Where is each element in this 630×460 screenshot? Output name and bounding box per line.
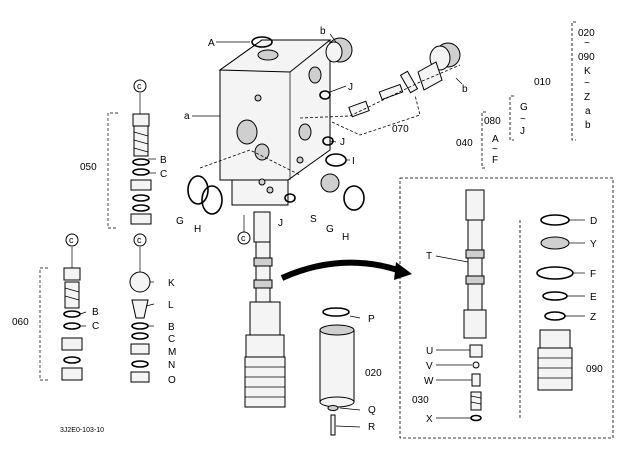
callout-C-050: C xyxy=(160,169,167,180)
spool-assembly xyxy=(244,211,286,408)
c-marker-2 xyxy=(65,233,79,247)
stack-050 xyxy=(107,112,152,229)
stack-060 xyxy=(39,267,83,381)
legend-040-3: F xyxy=(492,155,498,166)
group-010: 010 xyxy=(534,77,551,88)
callout-P: P xyxy=(368,314,375,325)
callout-Y: Y xyxy=(590,239,597,250)
valve-body xyxy=(218,39,332,206)
callout-K: K xyxy=(168,278,175,289)
callout-G-2: G xyxy=(326,224,334,235)
callout-G-1: G xyxy=(176,216,184,227)
group-040: 040 xyxy=(456,138,473,149)
callout-A: A xyxy=(208,38,215,49)
callout-C-mid: C xyxy=(168,334,175,345)
callout-O: O xyxy=(168,375,176,386)
callout-a: a xyxy=(184,111,190,122)
group-060: 060 xyxy=(12,317,29,328)
legend-010-1: ~ xyxy=(584,38,590,49)
callout-E: E xyxy=(590,292,597,303)
callout-C-060: C xyxy=(92,321,99,332)
legend-010-5: Z xyxy=(584,92,590,103)
c-marker-4 xyxy=(237,231,251,245)
legend-GJ-0: G xyxy=(520,102,528,113)
c-marker-3 xyxy=(133,233,147,247)
legend-010-3: K xyxy=(584,66,591,77)
callout-c-3: c xyxy=(137,235,142,245)
callout-Q: Q xyxy=(368,405,376,416)
callout-F: F xyxy=(590,269,596,280)
legend-040-1: A xyxy=(492,134,499,145)
group-090: 090 xyxy=(586,364,603,375)
callout-U: U xyxy=(426,346,433,357)
group-020: 020 xyxy=(365,368,382,379)
detail-arrow xyxy=(280,259,412,281)
legend-010-6: a xyxy=(585,106,591,117)
callout-B-050: B xyxy=(160,155,167,166)
callout-J-3: J xyxy=(278,218,283,229)
callout-b-1: b xyxy=(320,26,326,37)
c-marker-1 xyxy=(133,79,147,93)
detail-box xyxy=(399,177,614,439)
seal-rings-left xyxy=(187,36,301,215)
callout-N: N xyxy=(168,360,175,371)
leader-lines xyxy=(71,33,585,428)
group-050: 050 xyxy=(80,162,97,173)
callout-X: X xyxy=(426,414,433,425)
stack-K-O xyxy=(129,271,151,383)
callout-Z: Z xyxy=(590,312,596,323)
callout-I: I xyxy=(352,156,355,167)
legend-010-0: 020 xyxy=(578,28,595,39)
callout-M: M xyxy=(168,347,176,358)
callout-c-2: c xyxy=(69,235,74,245)
callout-c-4: c xyxy=(241,233,246,243)
cartridge-020 xyxy=(319,307,355,436)
legend-GJ-1: ~ xyxy=(520,114,526,125)
callout-B-mid: B xyxy=(168,322,175,333)
callout-T: T xyxy=(426,251,432,262)
plug-group-070 xyxy=(284,37,461,211)
callout-V: V xyxy=(426,361,433,372)
callout-H-1: H xyxy=(194,224,201,235)
figure-code: 3J2E0-103-10 xyxy=(60,427,104,434)
callout-c-1: c xyxy=(137,81,142,91)
legend-040-2: ~ xyxy=(492,144,498,155)
legend-010-4: ~ xyxy=(584,78,590,89)
callout-b-2: b xyxy=(462,84,468,95)
legend-040-0: 080 xyxy=(484,116,501,127)
callout-S: S xyxy=(310,214,317,225)
callout-L: L xyxy=(168,300,174,311)
callout-W: W xyxy=(424,376,434,387)
callout-D: D xyxy=(590,216,597,227)
callout-H-2: H xyxy=(342,232,349,243)
callout-B-060: B xyxy=(92,307,99,318)
legend-010-7: b xyxy=(585,120,591,131)
legend-010-2: 090 xyxy=(578,52,595,63)
callout-J-1: J xyxy=(348,82,353,93)
group-070: 070 xyxy=(392,124,409,135)
group-030: 030 xyxy=(412,395,429,406)
callout-J-2: J xyxy=(340,137,345,148)
legend-GJ-2: J xyxy=(520,126,525,137)
callout-R: R xyxy=(368,422,375,433)
